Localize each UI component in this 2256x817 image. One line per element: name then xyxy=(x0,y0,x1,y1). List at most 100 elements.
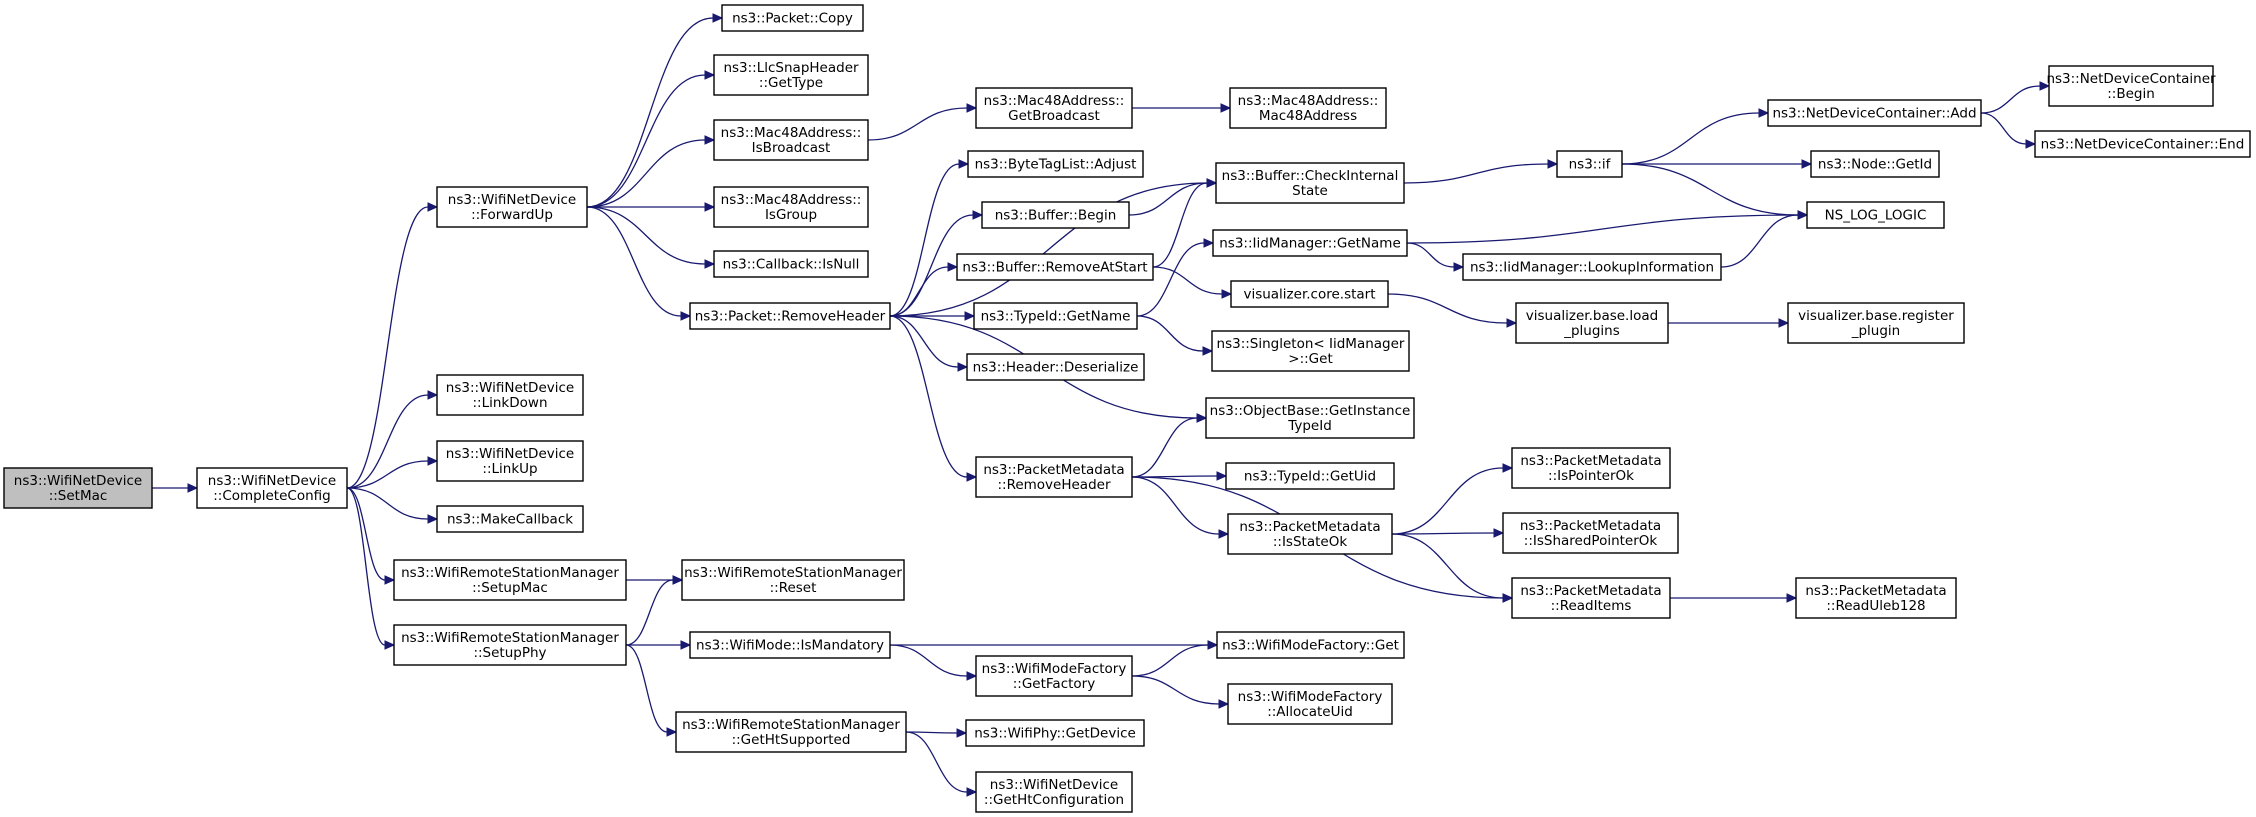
node-setupmac[interactable]: ns3::WifiRemoteStationManager::SetupMac xyxy=(393,559,627,601)
node-wmfget[interactable]: ns3::WifiModeFactory::Get xyxy=(1216,631,1405,659)
node-box xyxy=(1502,512,1679,554)
node-gethtsupported[interactable]: ns3::WifiRemoteStationManager::GetHtSupp… xyxy=(675,711,907,753)
node-label-line: TypeId xyxy=(1287,418,1332,434)
node-isstateok[interactable]: ns3::PacketMetadata::IsStateOk xyxy=(1227,513,1393,555)
node-vizcorestart[interactable]: visualizer.core.start xyxy=(1230,280,1389,308)
node-packetcopy[interactable]: ns3::Packet::Copy xyxy=(721,4,864,32)
node-pmremoveheader[interactable]: ns3::PacketMetadata::RemoveHeader xyxy=(975,456,1133,498)
node-box xyxy=(393,559,627,601)
node-label-line: ns3::NetDeviceContainer::End xyxy=(2041,137,2245,153)
node-makecallback[interactable]: ns3::MakeCallback xyxy=(436,505,584,533)
edge-arrowhead xyxy=(1203,238,1215,248)
node-lookupinfo[interactable]: ns3::IidManager::LookupInformation xyxy=(1462,253,1722,281)
node-allocateuid[interactable]: ns3::WifiModeFactory::AllocateUid xyxy=(1227,683,1393,725)
edge-arrowhead xyxy=(427,390,439,400)
node-label-line: ns3::WifiModeFactory::Get xyxy=(1222,638,1399,654)
node-linkup[interactable]: ns3::WifiNetDevice::LinkUp xyxy=(436,440,584,482)
node-setupphy[interactable]: ns3::WifiRemoteStationManager::SetupPhy xyxy=(393,624,627,666)
node-isbroadcast[interactable]: ns3::Mac48Address::IsBroadcast xyxy=(713,119,869,161)
node-ndcadd[interactable]: ns3::NetDeviceContainer::Add xyxy=(1767,99,1982,127)
node-setmac[interactable]: ns3::WifiNetDevice::SetMac xyxy=(3,467,153,509)
node-registerplugin[interactable]: visualizer.base.register_plugin xyxy=(1787,302,1965,344)
node-issharedpointerok[interactable]: ns3::PacketMetadata::IsSharedPointerOk xyxy=(1502,512,1679,554)
node-label-line: ns3::WifiRemoteStationManager xyxy=(401,565,619,581)
node-label-line: ::AllocateUid xyxy=(1267,704,1353,720)
node-label-line: GetBroadcast xyxy=(1008,108,1100,124)
edge-arrowhead xyxy=(704,135,716,145)
node-box xyxy=(975,87,1133,129)
node-box xyxy=(3,467,153,509)
node-iidgetname[interactable]: ns3::IidManager::GetName xyxy=(1212,229,1408,257)
node-readitems[interactable]: ns3::PacketMetadata::ReadItems xyxy=(1511,577,1671,619)
node-label-line: ::GetHtConfiguration xyxy=(984,792,1124,808)
node-getfactory[interactable]: ns3::WifiModeFactory::GetFactory xyxy=(975,655,1133,697)
node-label-line: ::LinkUp xyxy=(482,461,537,477)
node-label-line: NS_LOG_LOGIC xyxy=(1825,208,1927,224)
edge-arrowhead xyxy=(704,259,716,269)
edge-completeconfig-to-makecallback xyxy=(346,487,439,524)
edge-loadplugins-to-registerplugin xyxy=(1668,318,1790,328)
edge-removeheader-to-removeatstart xyxy=(889,262,959,317)
node-ispointerok[interactable]: ns3::PacketMetadata::IsPointerOk xyxy=(1511,447,1671,489)
node-bufferbegin[interactable]: ns3::Buffer::Begin xyxy=(981,201,1130,229)
node-label-line: ::IsStateOk xyxy=(1273,534,1347,550)
node-headerdeserialize[interactable]: ns3::Header::Deserialize xyxy=(966,353,1145,381)
node-box xyxy=(1511,577,1671,619)
edge-arrowhead xyxy=(1221,289,1233,299)
node-box xyxy=(689,631,891,659)
node-label-line: ns3::Header::Deserialize xyxy=(973,360,1139,376)
edge-line xyxy=(1131,476,1220,535)
node-forwardup[interactable]: ns3::WifiNetDevice::ForwardUp xyxy=(436,186,588,228)
edge-arrowhead xyxy=(947,262,959,272)
node-ndcend[interactable]: ns3::NetDeviceContainer::End xyxy=(2034,130,2251,158)
edge-removeheader-to-bytetagadjust xyxy=(889,159,970,317)
edge-completeconfig-to-linkup xyxy=(346,456,439,489)
node-isnull[interactable]: ns3::Callback::IsNull xyxy=(713,250,869,278)
node-nsif[interactable]: ns3::if xyxy=(1556,150,1623,178)
node-nodegetid[interactable]: ns3::Node::GetId xyxy=(1810,150,1940,178)
edge-lookupinfo-to-nsloglogic xyxy=(1720,210,1809,268)
node-label-line: ::SetMac xyxy=(49,488,108,504)
node-ismandatory[interactable]: ns3::WifiMode::IsMandatory xyxy=(689,631,891,659)
node-gethtconfig[interactable]: ns3::WifiNetDevice::GetHtConfiguration xyxy=(975,771,1133,813)
node-removeatstart[interactable]: ns3::Buffer::RemoveAtStart xyxy=(956,253,1154,281)
node-getuid[interactable]: ns3::TypeId::GetUid xyxy=(1225,462,1395,490)
edge-arrowhead xyxy=(712,13,724,23)
edge-isstateok-to-ispointerok xyxy=(1391,463,1514,535)
node-label-line: ns3::WifiRemoteStationManager xyxy=(682,717,900,733)
node-mac48address[interactable]: ns3::Mac48Address::Mac48Address xyxy=(1229,87,1387,129)
node-bytetagadjust[interactable]: ns3::ByteTagList::Adjust xyxy=(967,150,1144,178)
node-nsloglogic[interactable]: NS_LOG_LOGIC xyxy=(1806,201,1945,229)
node-label-line: ns3::WifiNetDevice xyxy=(14,473,142,489)
node-loadplugins[interactable]: visualizer.base.load_plugins xyxy=(1515,302,1669,344)
node-label-line: ns3::WifiMode::IsMandatory xyxy=(696,638,884,654)
edge-setmac-to-completeconfig xyxy=(152,483,199,493)
edge-iidgetname-to-nsloglogic xyxy=(1406,210,1809,244)
node-llcgettype[interactable]: ns3::LlcSnapHeader::GetType xyxy=(713,54,869,96)
edge-arrowhead xyxy=(672,575,684,585)
node-box xyxy=(1767,99,1982,127)
edge-removeheader-to-pmremoveheader xyxy=(889,315,978,482)
edge-line xyxy=(586,74,706,208)
edge-gethtsupported-to-getdevice xyxy=(905,728,968,738)
node-singletonget[interactable]: ns3::Singleton< IidManager >::Get xyxy=(1211,330,1410,372)
node-reset[interactable]: ns3::WifiRemoteStationManager::Reset xyxy=(681,559,905,601)
node-getdevice[interactable]: ns3::WifiPhy::GetDevice xyxy=(965,719,1145,747)
edge-line xyxy=(1131,675,1220,705)
node-box xyxy=(975,771,1133,813)
node-linkdown[interactable]: ns3::WifiNetDevice::LinkDown xyxy=(436,374,584,416)
node-completeconfig[interactable]: ns3::WifiNetDevice::CompleteConfig xyxy=(196,467,348,509)
node-label-line: ns3::WifiNetDevice xyxy=(448,192,576,208)
node-getbroadcast[interactable]: ns3::Mac48Address::GetBroadcast xyxy=(975,87,1133,129)
node-label-line: ns3::Buffer::RemoveAtStart xyxy=(962,260,1147,276)
node-typeidgetname[interactable]: ns3::TypeId::GetName xyxy=(973,302,1138,330)
edge-ismandatory-to-getfactory xyxy=(889,644,978,681)
node-readuleb128[interactable]: ns3::PacketMetadata::ReadUleb128 xyxy=(1795,577,1957,619)
node-box xyxy=(1462,253,1722,281)
node-ndcbegin[interactable]: ns3::NetDeviceContainer::Begin xyxy=(2046,65,2216,107)
node-isgroup[interactable]: ns3::Mac48Address::IsGroup xyxy=(713,186,869,228)
node-removeheader[interactable]: ns3::Packet::RemoveHeader xyxy=(689,302,891,330)
edge-readitems-to-readuleb128 xyxy=(1670,593,1798,603)
